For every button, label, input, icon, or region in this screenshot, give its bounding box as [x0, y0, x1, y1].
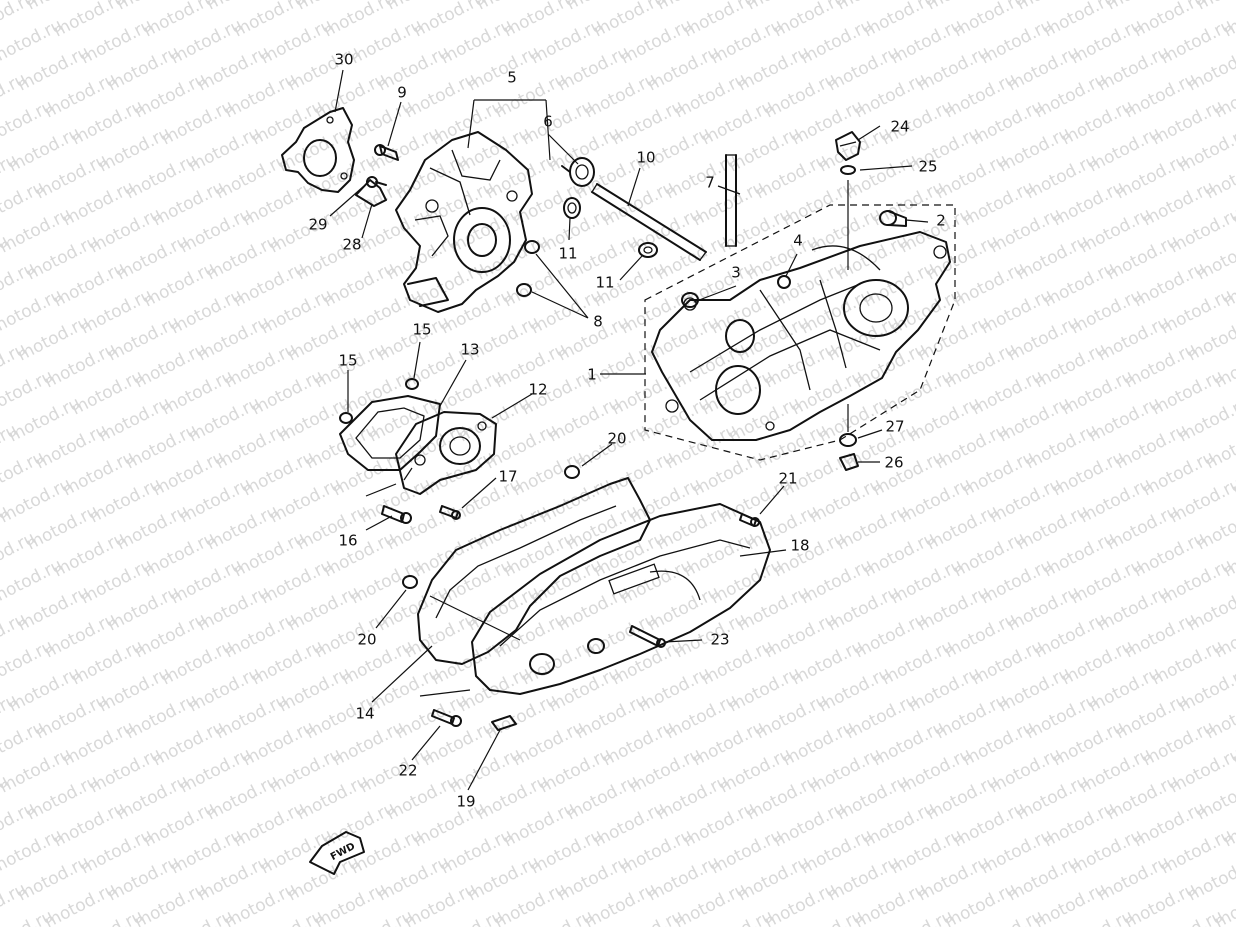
plug-24: [835, 131, 861, 161]
gasket-30: [281, 107, 355, 193]
callout-numbers: 30 9 5 6 10 7 24 25 2 29 28 11 11 4 3 8 …: [308, 51, 945, 811]
dowel-20-b: [402, 575, 418, 589]
callout-12: 12: [528, 381, 547, 399]
callout-27: 27: [885, 418, 904, 436]
callout-11-b: 11: [595, 274, 614, 292]
callout-28: 28: [342, 236, 361, 254]
plug-26: [839, 453, 859, 471]
callout-30: 30: [334, 51, 353, 69]
watermark-text: motod.ru: [0, 906, 57, 927]
dowel-19: [491, 715, 517, 731]
callout-7: 7: [705, 174, 715, 192]
cover-12: [395, 411, 497, 495]
callout-26: 26: [884, 454, 903, 472]
callout-2: 2: [936, 212, 946, 230]
callout-18: 18: [790, 537, 809, 555]
bolt-23: [629, 625, 666, 648]
bolt-9: [374, 144, 399, 161]
callout-25: 25: [918, 158, 937, 176]
callout-19: 19: [456, 793, 475, 811]
dowels-15: [339, 378, 419, 424]
callout-23: 23: [710, 631, 729, 649]
callout-10: 10: [636, 149, 655, 167]
gasket-13: [339, 395, 441, 471]
callout-17: 17: [498, 468, 517, 486]
bolt-22: [431, 709, 462, 727]
callout-6: 6: [543, 113, 553, 131]
callout-14: 14: [355, 705, 374, 723]
cover-18: [471, 503, 771, 695]
callout-21: 21: [778, 470, 797, 488]
pin-4: [777, 275, 791, 289]
leader-lines: [329, 69, 929, 791]
dowel-pins-8: [516, 240, 540, 297]
callout-24: 24: [890, 118, 909, 136]
crankcase-1: [644, 204, 956, 461]
callout-15-b: 15: [338, 352, 357, 370]
crankcase-half-5: [395, 131, 533, 313]
callout-20-b: 20: [357, 631, 376, 649]
callout-11-a: 11: [558, 245, 577, 263]
bearing-6: [561, 157, 595, 187]
callout-4: 4: [793, 232, 803, 250]
callout-9: 9: [397, 84, 407, 102]
dowel-20-a: [564, 465, 580, 479]
seal-11-a: [563, 197, 581, 219]
seal-11-b: [638, 242, 658, 258]
callout-22: 22: [398, 762, 417, 780]
callout-29: 29: [308, 216, 327, 234]
bolt-16: [381, 505, 412, 524]
callout-8: 8: [593, 313, 603, 331]
callout-1: 1: [587, 366, 597, 384]
pin-2: [879, 210, 907, 227]
callout-16: 16: [338, 532, 357, 550]
callout-13: 13: [460, 341, 479, 359]
rod-7: [725, 154, 737, 247]
bolt-21: [739, 513, 760, 527]
washer-27: [839, 433, 857, 447]
gasket-14: [417, 477, 651, 665]
callout-15-a: 15: [412, 321, 431, 339]
callout-5: 5: [507, 69, 517, 87]
bolt-17: [439, 505, 461, 520]
callout-20-a: 20: [607, 430, 626, 448]
callout-3: 3: [731, 264, 741, 282]
washer-25: [840, 165, 856, 175]
shaft-10: [591, 183, 707, 261]
clip-28: [355, 179, 387, 207]
